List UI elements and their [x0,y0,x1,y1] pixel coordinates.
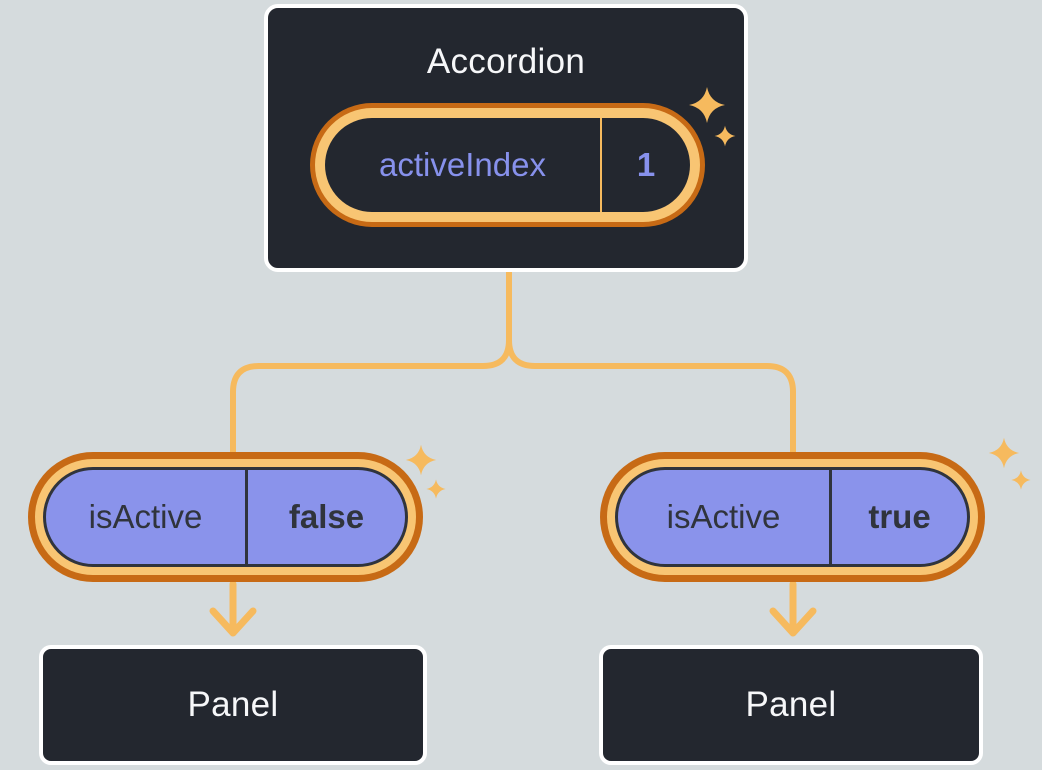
pill-divider [600,118,602,212]
accordion-title: Accordion [426,42,586,81]
panel-box-right: Panel [599,645,983,765]
prop-name-label: isActive [666,498,781,535]
panel-label: Panel [187,685,279,724]
prop-value-label: false [288,498,365,535]
prop-pill-ring: isActive false [35,459,416,575]
sparkle-icon [426,479,446,499]
arrow-down-icon [209,580,257,637]
sparkle-icon [1011,470,1031,490]
state-pill-activeindex: activeIndex 1 [310,103,705,227]
state-pill-body: activeIndex 1 [325,118,690,212]
prop-pill-isactive-right: isActive true [600,452,985,582]
prop-pill-ring: isActive true [607,459,978,575]
prop-pill-body: isActive true [615,467,970,567]
pill-divider [829,470,832,564]
connector-line-right [506,269,796,465]
panel-box-left: Panel [39,645,427,765]
panel-label: Panel [745,685,837,724]
connector-line-left [230,269,512,465]
state-pill-ring: activeIndex 1 [315,108,700,222]
pill-divider [245,470,248,564]
arrow-down-icon [769,580,817,637]
sparkle-icon [988,437,1020,469]
prop-pill-isactive-left: isActive false [28,452,423,582]
state-value-label: 1 [636,146,656,183]
prop-pill-body: isActive false [43,467,408,567]
state-name-label: activeIndex [379,146,546,183]
prop-name-label: isActive [88,498,203,535]
sparkle-icon [405,444,437,476]
prop-value-label: true [868,498,931,535]
